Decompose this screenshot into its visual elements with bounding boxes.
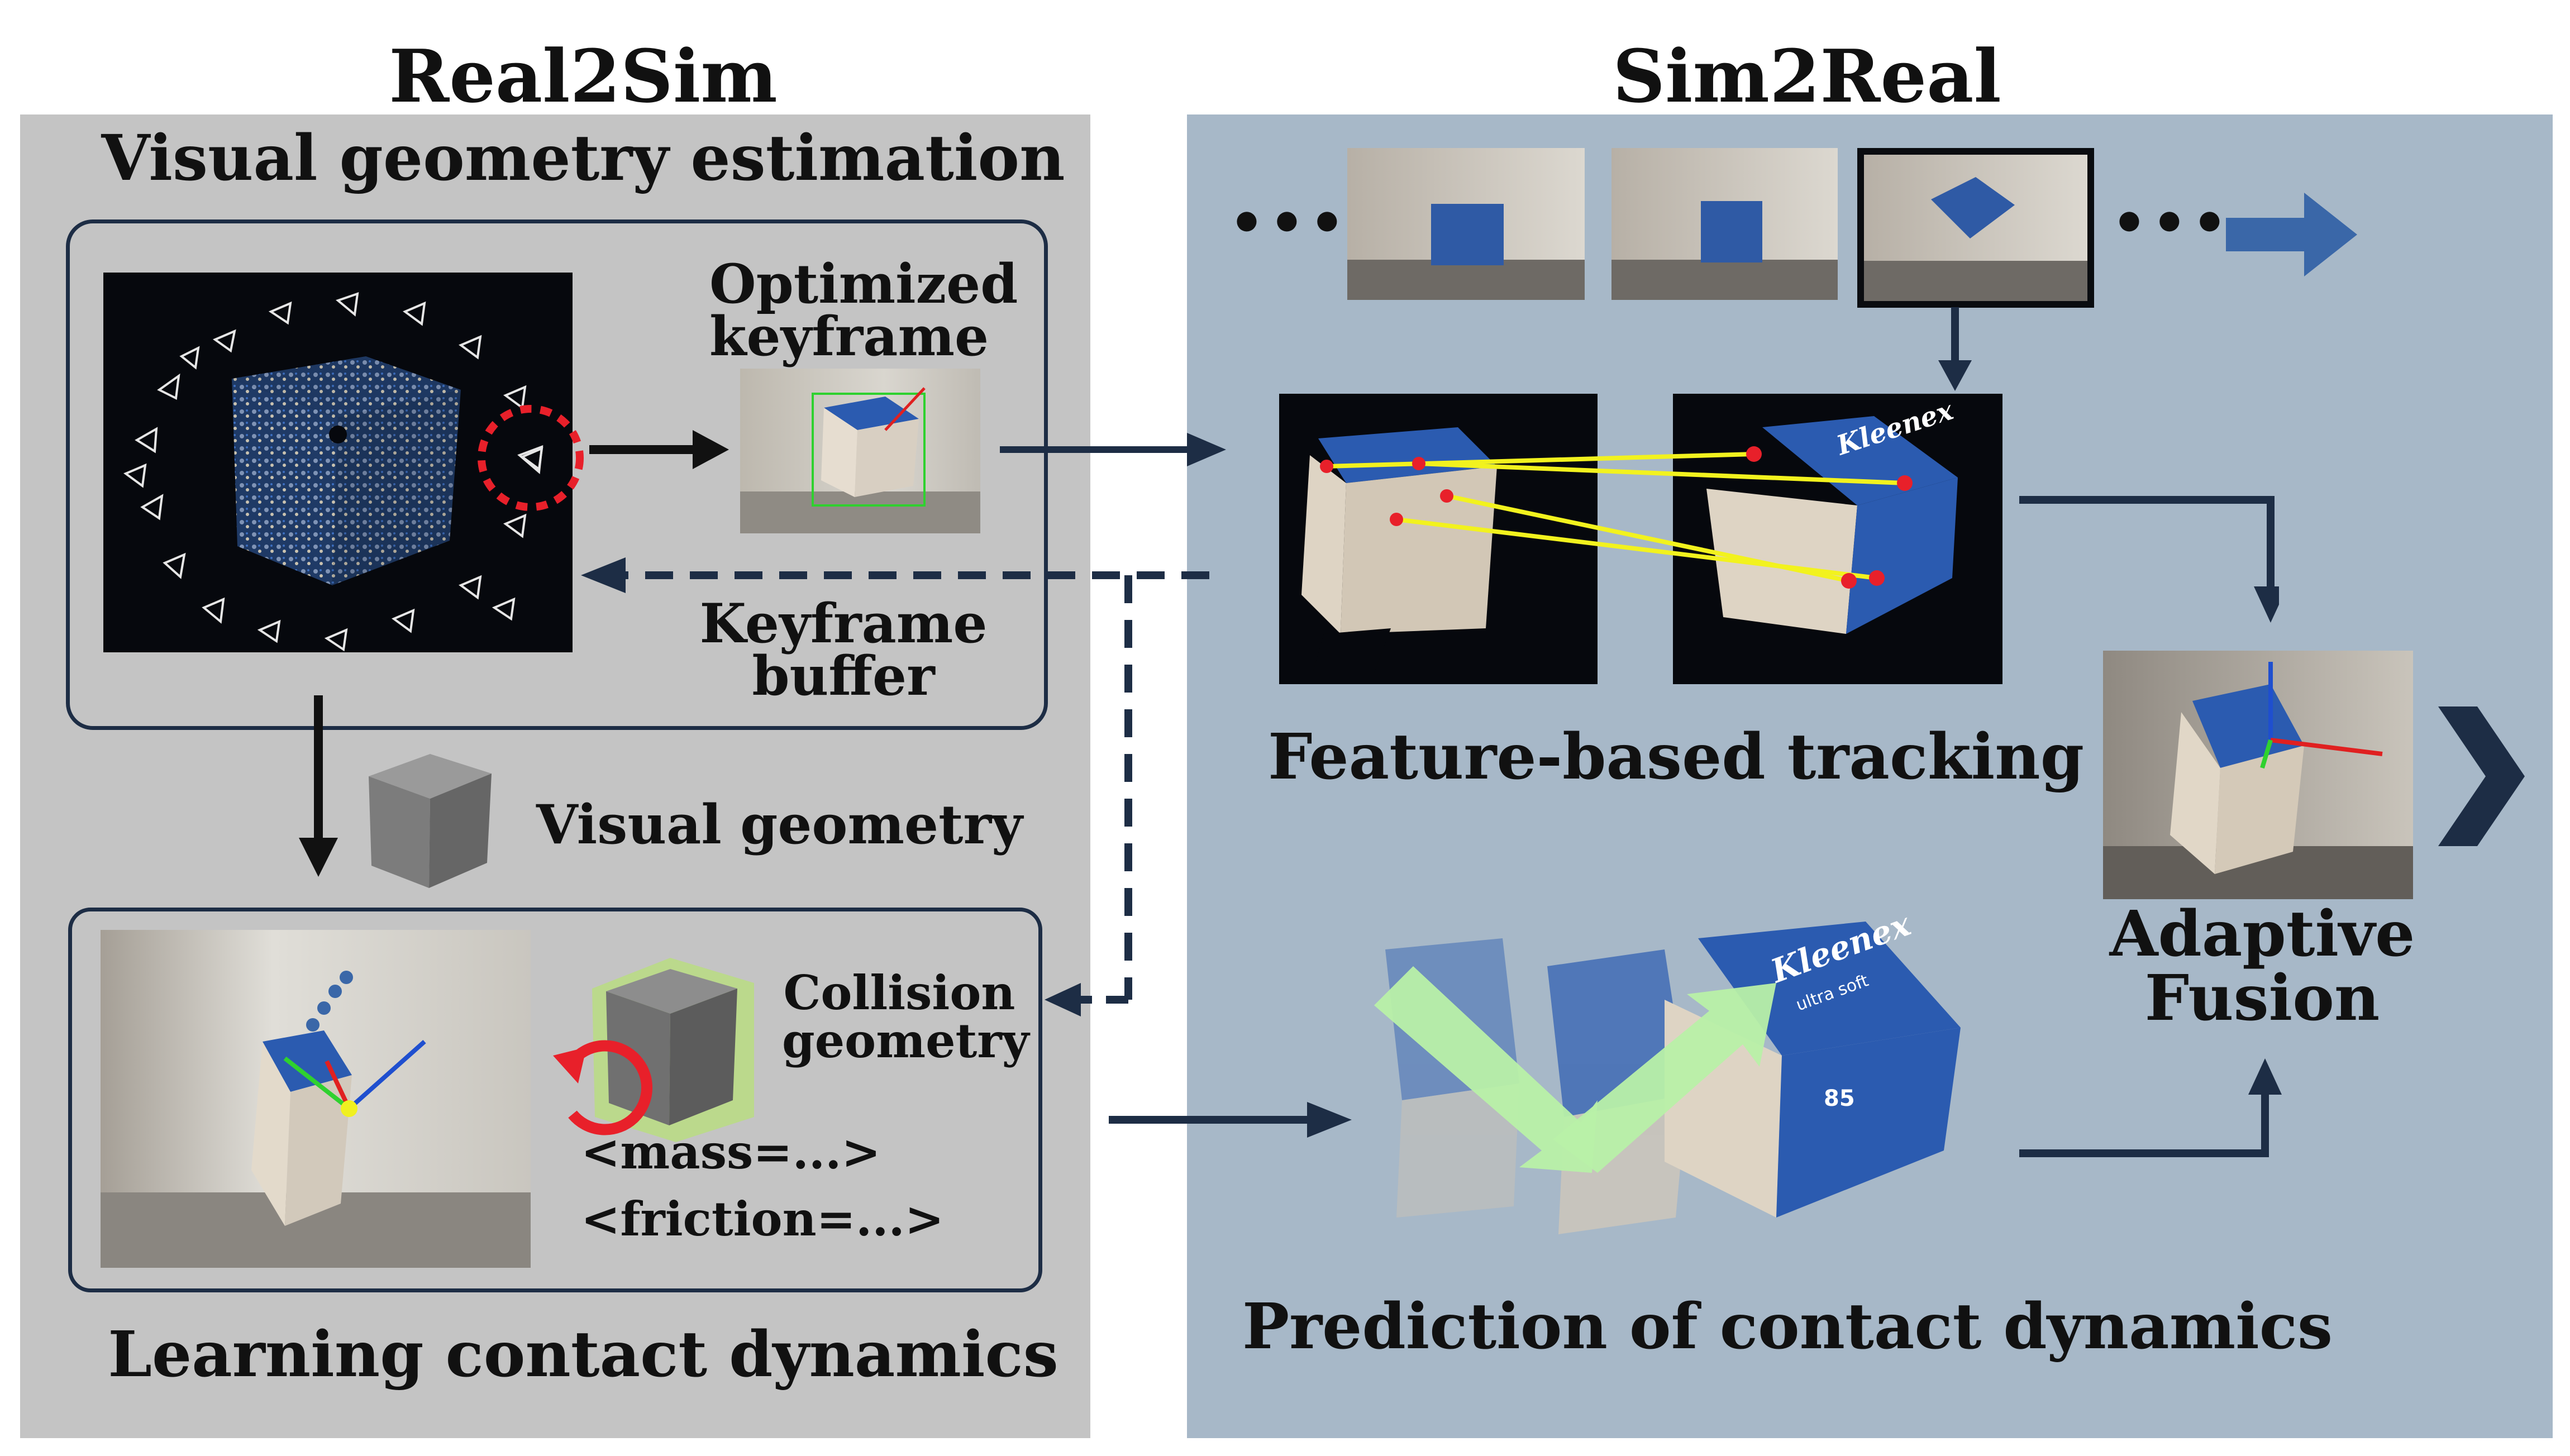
prediction-to-fusion-arrow	[2019, 1058, 2282, 1157]
video-frame-2	[1611, 148, 1838, 300]
frames-ellipsis-right: •••	[2111, 190, 2232, 256]
point-cloud-reconstruction	[103, 273, 573, 652]
visual-geometry-estimation-label: Visual geometry estimation	[101, 122, 1065, 195]
rotation-icon	[553, 1040, 653, 1135]
collision-geometry-cube	[592, 958, 754, 1142]
adaptive-fusion-label: Adaptive Fusion	[2109, 898, 2415, 1035]
contact-dynamics-box	[68, 908, 1042, 1292]
selected-keyframe-marker	[478, 405, 584, 511]
to-keyframe-arrow	[589, 430, 729, 469]
friction-parameter: <friction=...>	[581, 1191, 945, 1247]
video-frame-1	[1347, 148, 1585, 300]
visual-geometry-label: Visual geometry	[536, 793, 1023, 856]
frames-ellipsis-left: •••	[1229, 190, 1350, 256]
prediction-product-count: 85	[1824, 1086, 1855, 1111]
optimized-keyframe-label: Optimized keyframe	[709, 252, 1018, 368]
contact-dynamics-image	[101, 930, 531, 1268]
sim2real-title: Sim2Real	[1613, 34, 2001, 119]
optimized-keyframe-image	[740, 369, 980, 533]
tracking-to-buffer-arrow	[581, 557, 1209, 593]
prediction-contact-dynamics-label: Prediction of contact dynamics	[1242, 1290, 2333, 1363]
visual-geometry-cube	[357, 743, 503, 894]
mass-parameter: <mass=...>	[581, 1124, 881, 1180]
frame-to-tracking-arrow	[1938, 307, 1972, 391]
output-chevron-icon	[2438, 706, 2525, 846]
real2sim-title: Real2Sim	[389, 34, 778, 119]
tracking-to-fusion-arrow	[2019, 496, 2279, 623]
video-frame-current[interactable]	[1857, 148, 2094, 308]
tracking-image-reference	[1279, 394, 1598, 684]
time-direction-arrow	[2226, 193, 2357, 276]
geometry-estimation-box	[66, 219, 1048, 730]
keyframe-to-tracking-arrow	[1000, 433, 1226, 466]
prediction-image: Kleenex ultra soft 85	[1352, 916, 1972, 1251]
feature-matches	[1320, 446, 1913, 589]
collision-geometry-label: Collision geometry	[782, 965, 1029, 1068]
tracking-to-collision-arrow	[1045, 575, 1132, 1016]
dynamics-to-prediction-arrow	[1109, 1102, 1352, 1138]
learning-contact-dynamics-label: Learning contact dynamics	[108, 1318, 1058, 1391]
tracking-image-current: Kleenex	[1673, 394, 2002, 684]
down-arrow-left	[299, 695, 338, 877]
keyframe-buffer-label: Keyframe buffer	[699, 592, 988, 708]
adaptive-fusion-image	[2103, 651, 2413, 899]
feature-based-tracking-label: Feature-based tracking	[1268, 720, 2085, 794]
